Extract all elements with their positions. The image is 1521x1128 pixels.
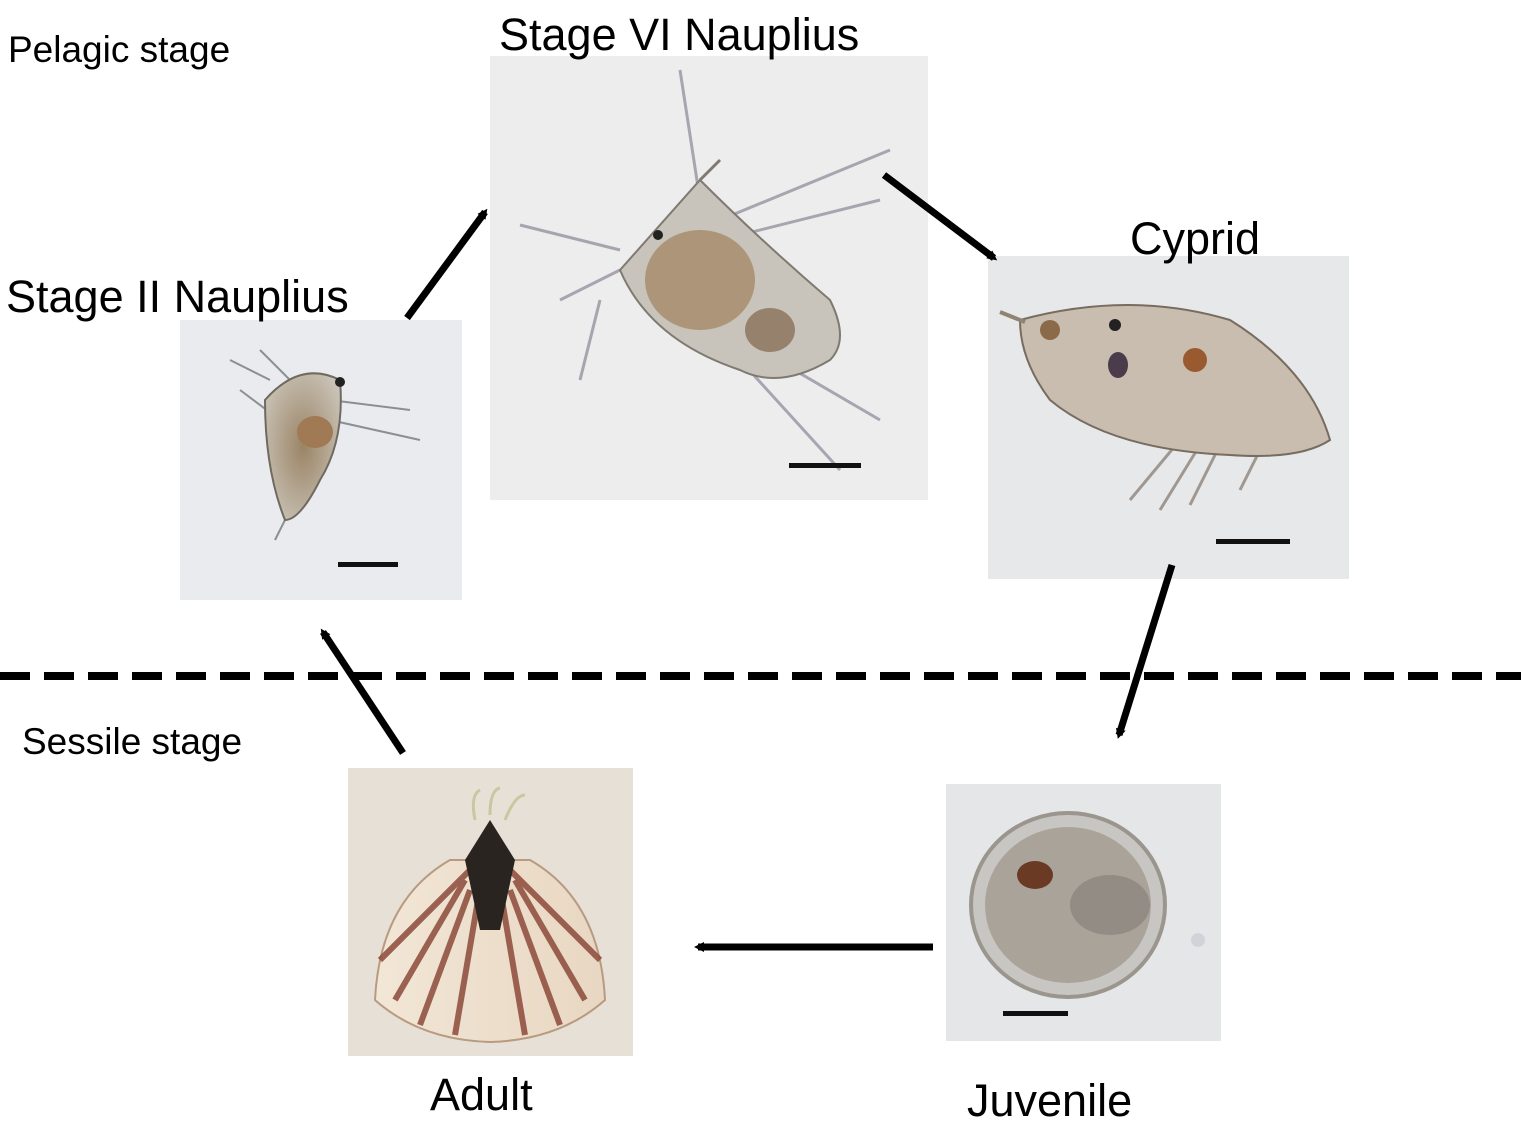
cyprid-label: Cyprid xyxy=(1130,213,1261,264)
cyprid-image xyxy=(988,256,1349,579)
juvenile-label: Juvenile xyxy=(967,1075,1133,1126)
scale-bar xyxy=(789,463,861,468)
juvenile-image xyxy=(946,784,1221,1041)
adult-image xyxy=(348,768,633,1056)
stage-vi-nauplius-image xyxy=(490,56,928,500)
arrow-stagevi-to-cyprid xyxy=(881,172,998,261)
arrow-adult-to-stageii xyxy=(320,628,406,755)
stage-ii-nauplius-image xyxy=(180,320,462,600)
pelagic-stage-label: Pelagic stage xyxy=(8,29,231,70)
stage-ii-nauplius-label: Stage II Nauplius xyxy=(6,271,349,322)
scale-bar xyxy=(338,562,398,567)
adult-label: Adult xyxy=(430,1069,533,1120)
arrow-cyprid-to-juvenile xyxy=(1115,563,1176,739)
arrow-stageii-to-stagevi xyxy=(404,208,488,321)
scale-bar xyxy=(1003,1011,1068,1016)
scale-bar xyxy=(1216,539,1290,544)
stage-vi-nauplius-label: Stage VI Nauplius xyxy=(499,9,860,60)
sessile-stage-label: Sessile stage xyxy=(22,721,243,762)
